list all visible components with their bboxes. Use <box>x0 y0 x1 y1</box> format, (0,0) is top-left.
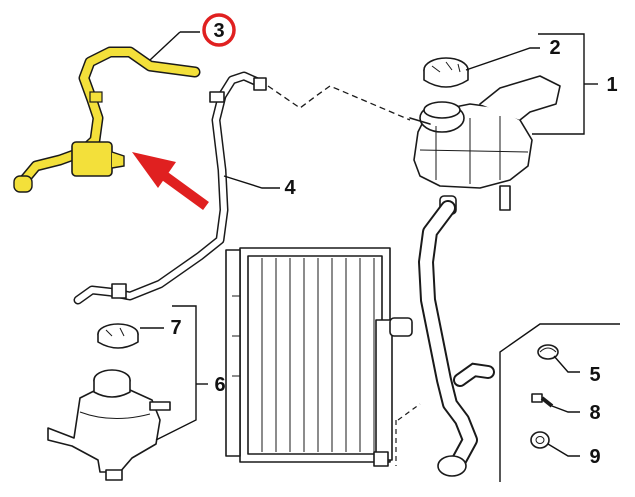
callout-4-label: 4 <box>284 177 296 199</box>
callout-8[interactable]: 8 <box>551 402 601 424</box>
clip-5[interactable] <box>537 344 559 360</box>
hose-3-highlighted[interactable] <box>13 46 201 193</box>
callout-7-label: 7 <box>170 317 181 339</box>
callout-3[interactable]: 3 <box>149 13 236 61</box>
pointer-arrow-icon <box>132 152 209 211</box>
callout-5-label: 5 <box>589 364 600 386</box>
expansion-tank-6[interactable] <box>47 369 171 481</box>
callout-6[interactable]: 6 <box>155 305 226 441</box>
callout-4[interactable]: 4 <box>223 175 296 199</box>
callout-2-label: 2 <box>549 37 560 59</box>
radiator-fins <box>261 258 375 452</box>
callout-9-label: 9 <box>589 446 600 468</box>
hose-4[interactable] <box>73 71 267 305</box>
callout-5[interactable]: 5 <box>553 355 601 386</box>
radiator[interactable] <box>225 247 413 467</box>
callout-6-label: 6 <box>214 374 225 396</box>
callout-3-label: 3 <box>213 20 224 42</box>
callout-8-label: 8 <box>589 402 600 424</box>
lower-hose[interactable] <box>418 200 495 477</box>
bolt-8[interactable] <box>531 393 554 408</box>
callout-7[interactable]: 7 <box>140 317 182 339</box>
callout-2[interactable]: 2 <box>465 37 561 71</box>
cap-7[interactable] <box>97 323 139 349</box>
nut-9[interactable] <box>530 431 550 449</box>
callout-1-label: 1 <box>606 74 617 96</box>
cap-2[interactable] <box>423 57 469 88</box>
callout-1[interactable]: 1 <box>532 33 618 135</box>
expansion-tank-1[interactable] <box>409 75 561 215</box>
callout-9[interactable]: 9 <box>547 443 601 468</box>
